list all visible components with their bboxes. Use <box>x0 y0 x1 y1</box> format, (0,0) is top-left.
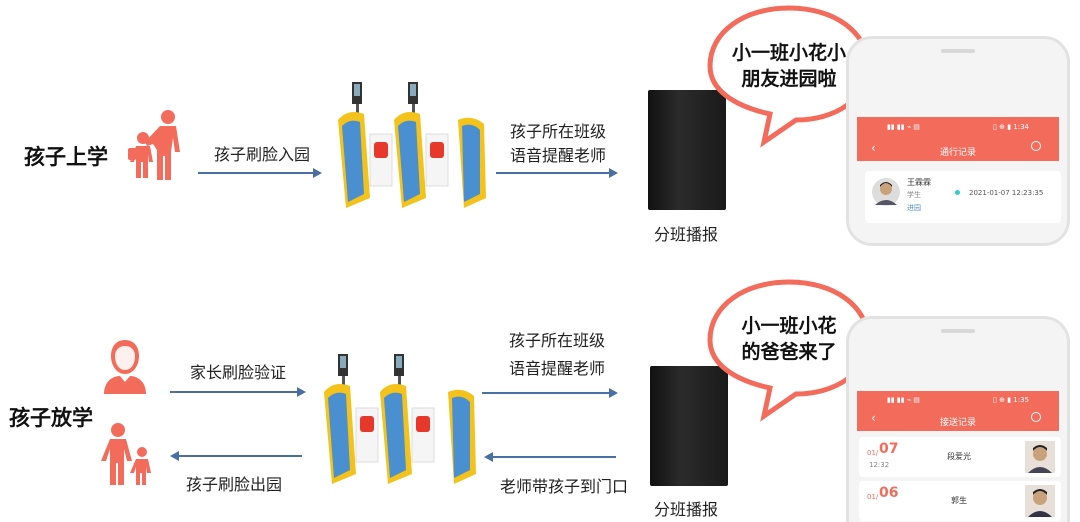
top-step-face-enter: 孩子刷脸入园 <box>214 145 311 164</box>
row-month: 01/ <box>867 493 879 501</box>
bottom-bubble-text: 小一班小花 的爸爸来了 <box>718 313 860 365</box>
phone-speaker-slot <box>941 329 975 333</box>
top-speaker-label: 分班播报 <box>654 225 719 244</box>
top-arrow-1 <box>198 168 322 178</box>
search-icon[interactable] <box>1031 412 1041 422</box>
status-right: ▯ ⊕ ▮ 1:34 <box>993 123 1029 131</box>
record-name: 王霖霖 <box>907 178 931 187</box>
record-tag: 进园 <box>907 204 921 212</box>
bottom-arrow-child <box>170 451 302 461</box>
phone-top-title: 通行记录 <box>939 148 976 158</box>
speaker-device <box>648 90 726 210</box>
top-step-voice-line2: 语音提醒老师 <box>509 146 606 165</box>
top-section-title: 孩子上学 <box>24 145 108 169</box>
back-chevron-icon[interactable]: ‹ <box>871 141 876 155</box>
phone-bottom-header: ▮▮ ▮▮ ⌁ ▤ ▯ ⊕ ▮ 1:35 ‹ 接送记录 <box>857 391 1059 431</box>
bottom-arrow-teacher <box>484 452 616 462</box>
child-walking-icon <box>128 110 180 180</box>
row-month: 01/ <box>867 449 879 457</box>
top-arrow-2 <box>496 168 618 178</box>
status-left: ▮▮ ▮▮ ⌁ ▤ <box>887 123 920 131</box>
phone-speaker-slot <box>941 49 975 53</box>
row-name: 郭生 <box>951 496 967 505</box>
bottom-step-child-exit: 孩子刷脸出园 <box>186 475 283 494</box>
list-item[interactable]: 01/ 06 郭生 <box>859 481 1061 521</box>
row-name: 段爱光 <box>947 452 971 461</box>
parent-avatar-icon <box>104 340 146 394</box>
record-time: 2021-01-07 12:23:35 <box>969 189 1044 197</box>
avatar <box>872 178 900 206</box>
avatar <box>1025 441 1055 473</box>
phone-top: ▮▮ ▮▮ ⌁ ▤ ▯ ⊕ ▮ 1:34 ‹ 通行记录 王霖霖 学生 进园 20… <box>846 36 1070 246</box>
record-sub: 学生 <box>907 191 921 199</box>
phone-bottom: ▮▮ ▮▮ ⌁ ▤ ▯ ⊕ ▮ 1:35 ‹ 接送记录 01/ 07 12:32… <box>846 316 1070 522</box>
bottom-step-parent-verify: 家长刷脸验证 <box>190 363 287 382</box>
face-gate-illustration-bottom <box>324 354 476 484</box>
row-day: 07 <box>879 441 899 457</box>
row-time: 12:32 <box>869 461 890 469</box>
avatar <box>1025 485 1055 517</box>
list-item[interactable]: 01/ 07 12:32 段爱光 <box>859 437 1061 477</box>
face-gate-illustration <box>338 82 486 208</box>
top-step-voice-remind: 孩子所在班级 语音提醒老师 <box>506 120 610 168</box>
bottom-bubble-line2: 的爸爸来了 <box>741 341 837 363</box>
row-day: 06 <box>879 485 899 501</box>
phone-top-header: ▮▮ ▮▮ ⌁ ▤ ▯ ⊕ ▮ 1:34 ‹ 通行记录 <box>857 117 1059 161</box>
speech-bubble-bottom <box>707 279 871 422</box>
search-icon[interactable] <box>1031 141 1041 151</box>
status-right: ▯ ⊕ ▮ 1:35 <box>993 396 1029 404</box>
top-bubble-line1: 小一班小花小 <box>731 42 846 64</box>
bottom-bubble-line1: 小一班小花 <box>741 315 837 337</box>
bottom-arrow-voice <box>482 388 618 398</box>
bottom-arrow-parent <box>170 387 306 397</box>
bottom-step-voice-remind: 孩子所在班级 语音提醒老师 <box>500 327 614 383</box>
top-bubble-line2: 朋友进园啦 <box>741 68 837 90</box>
top-step-voice-line1: 孩子所在班级 <box>509 122 606 141</box>
phone-bottom-title: 接送记录 <box>939 418 976 428</box>
record-card[interactable]: 王霖霖 学生 进园 2021-01-07 12:23:35 <box>865 171 1061 223</box>
status-left: ▮▮ ▮▮ ⌁ ▤ <box>887 396 920 404</box>
parent-child-walking-icon <box>101 423 151 485</box>
back-chevron-icon[interactable]: ‹ <box>871 411 876 425</box>
speaker-device-bottom <box>650 366 728 486</box>
bottom-speaker-label: 分班播报 <box>654 500 719 519</box>
bottom-step-teacher: 老师带孩子到门口 <box>500 477 629 496</box>
bottom-step-voice-line1: 孩子所在班级 <box>508 331 605 350</box>
bottom-section-title: 孩子放学 <box>9 406 93 430</box>
timeline-dot-icon <box>955 190 960 195</box>
top-bubble-text: 小一班小花小 朋友进园啦 <box>718 40 860 92</box>
bottom-step-voice-line2: 语音提醒老师 <box>508 359 605 378</box>
